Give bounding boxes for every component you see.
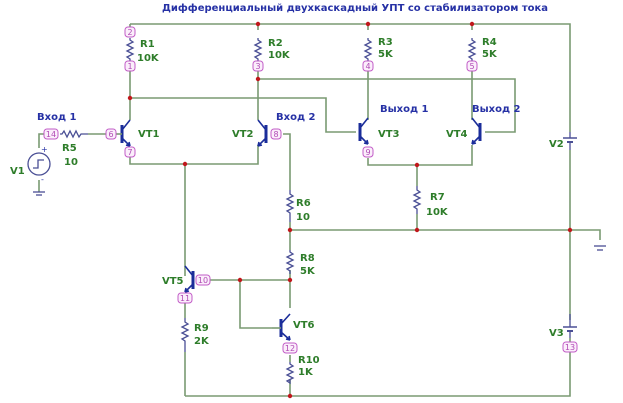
node-13: 13 <box>562 341 578 353</box>
wire-vt2-base <box>283 133 291 190</box>
node-11: 11 <box>177 292 193 304</box>
transistor-vt4[interactable]: VT4 <box>446 117 482 145</box>
svg-text:9: 9 <box>365 148 370 157</box>
r1-name: R1 <box>140 39 155 50</box>
source-v2[interactable]: V2 <box>549 132 577 150</box>
r9-value: 2K <box>194 336 210 347</box>
v1-minus: - <box>41 175 44 184</box>
transistor-vt1[interactable]: VT1 <box>116 119 160 147</box>
node-9: 9 <box>362 146 374 158</box>
v2-label: V2 <box>549 139 564 150</box>
node-10: 10 <box>195 274 211 286</box>
svg-text:2: 2 <box>127 28 132 37</box>
input2-label: Вход 2 <box>276 112 316 123</box>
r4-value: 5K <box>482 49 498 60</box>
svg-text:1: 1 <box>127 62 132 71</box>
resistor-r3[interactable]: R3 5K <box>363 37 394 62</box>
r9-name: R9 <box>194 323 209 334</box>
wire-bottom-rail <box>185 338 571 397</box>
source-v1[interactable]: + - V1 <box>10 145 51 196</box>
vt3-label: VT3 <box>378 129 400 140</box>
ground-icon <box>594 245 606 251</box>
r6-name: R6 <box>296 198 311 209</box>
svg-text:3: 3 <box>255 62 260 71</box>
wire-vt6-base <box>239 280 272 329</box>
svg-text:5: 5 <box>469 62 474 71</box>
r8-name: R8 <box>300 253 315 264</box>
wire-diff-emitters <box>129 145 259 165</box>
resistor-r6[interactable]: R6 10 <box>285 190 311 223</box>
output1-label: Выход 1 <box>380 104 429 115</box>
vt5-label: VT5 <box>162 276 184 287</box>
r3-value: 5K <box>378 49 394 60</box>
vt2-label: VT2 <box>232 129 254 140</box>
svg-text:14: 14 <box>46 130 56 139</box>
resistor-r2[interactable]: R2 10K <box>253 38 291 62</box>
node-5: 5 <box>466 60 478 72</box>
svg-text:6: 6 <box>108 130 113 139</box>
node-1: 1 <box>124 60 136 72</box>
transistor-vt6[interactable]: VT6 <box>272 313 315 341</box>
transistor-vt2[interactable]: VT2 <box>232 119 268 147</box>
r10-name: R10 <box>298 355 320 366</box>
v3-label: V3 <box>549 328 564 339</box>
r6-value: 10 <box>296 212 310 223</box>
svg-text:8: 8 <box>273 130 278 139</box>
resistor-r5[interactable]: R5 10 <box>60 129 88 168</box>
r2-name: R2 <box>268 38 283 49</box>
node-8: 8 <box>270 128 282 140</box>
v1-label: V1 <box>10 166 25 177</box>
r5-name: R5 <box>62 143 77 154</box>
node-12: 12 <box>282 342 298 354</box>
source-v3[interactable]: V3 <box>549 314 577 339</box>
r3-name: R3 <box>378 37 393 48</box>
ground-icon-v1 <box>33 191 45 196</box>
node-3: 3 <box>252 60 264 72</box>
resistor-r4[interactable]: R4 5K <box>467 37 498 62</box>
vt1-label: VT1 <box>138 129 160 140</box>
r8-value: 5K <box>300 266 316 277</box>
wires <box>38 23 601 397</box>
wire-vt2-to-vt4-base <box>258 78 516 133</box>
node-4: 4 <box>362 60 374 72</box>
r1-value: 10K <box>137 53 160 64</box>
transistor-vt5[interactable]: VT5 <box>162 265 195 293</box>
r7-name: R7 <box>430 192 445 203</box>
r4-name: R4 <box>482 37 497 48</box>
node-7: 7 <box>124 146 136 158</box>
r7-value: 10K <box>426 207 449 218</box>
resistor-r8[interactable]: R8 5K <box>285 250 316 277</box>
junctions <box>127 21 573 399</box>
transistor-vt3[interactable]: VT3 <box>358 117 400 145</box>
svg-text:10: 10 <box>198 276 208 285</box>
wire-top-rail <box>130 23 571 132</box>
node-14: 14 <box>43 128 59 140</box>
svg-text:13: 13 <box>565 343 575 352</box>
svg-text:12: 12 <box>285 344 295 353</box>
vt6-label: VT6 <box>293 320 315 331</box>
svg-text:4: 4 <box>365 62 370 71</box>
output2-label: Выход 2 <box>472 104 521 115</box>
r2-value: 10K <box>268 50 291 61</box>
wire-vt3-vt4-emitters <box>367 145 473 166</box>
node-2: 2 <box>124 26 136 38</box>
resistor-r7[interactable]: R7 10K <box>412 186 449 218</box>
vt4-label: VT4 <box>446 129 468 140</box>
diagram-title: Дифференциальный двухкаскадный УПТ со ст… <box>162 2 548 14</box>
resistor-r9[interactable]: R9 2K <box>180 318 210 352</box>
input1-label: Вход 1 <box>37 112 77 123</box>
r5-value: 10 <box>64 157 78 168</box>
v1-plus: + <box>41 145 48 154</box>
svg-text:11: 11 <box>180 294 190 303</box>
wire-to-ground <box>570 229 601 240</box>
resistor-r1[interactable]: R1 10K <box>125 38 160 64</box>
node-6: 6 <box>105 128 117 140</box>
resistor-r10[interactable]: R10 1K <box>285 355 320 385</box>
svg-text:7: 7 <box>127 148 132 157</box>
r10-value: 1K <box>298 367 314 378</box>
wire-vt1-to-vt3-base <box>130 97 356 133</box>
